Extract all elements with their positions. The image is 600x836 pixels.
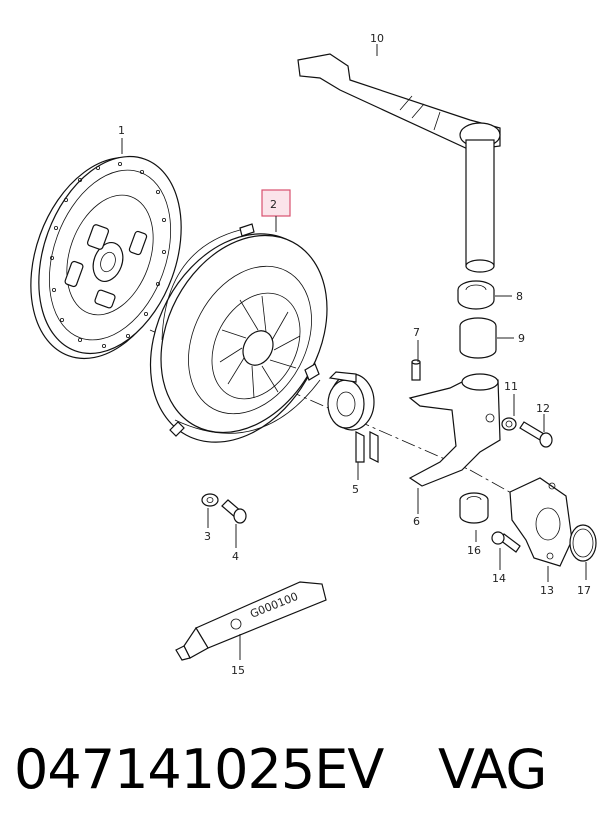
release-bearing <box>327 371 379 463</box>
bolt-left <box>221 499 247 524</box>
washer-left <box>201 493 219 507</box>
callout-10: 10 <box>370 32 384 45</box>
pressure-plate <box>149 223 328 443</box>
bolt-right <box>519 421 553 448</box>
clutch-disc <box>30 155 182 360</box>
callout-3: 3 <box>204 530 211 543</box>
bushing-lower <box>459 492 489 524</box>
callout-13: 13 <box>540 584 554 597</box>
bushing-upper <box>457 280 495 310</box>
release-fork <box>408 373 501 487</box>
bolt-lower <box>491 531 521 553</box>
clutch-exploded-diagram: G000100 1 2 3 4 5 6 7 8 9 10 11 12 13 14… <box>30 32 597 677</box>
callout-8: 8 <box>516 290 523 303</box>
o-ring <box>569 524 597 562</box>
callout-11: 11 <box>504 380 518 393</box>
callout-12: 12 <box>536 402 550 415</box>
washer-right <box>501 417 517 431</box>
callout-9: 9 <box>518 332 525 345</box>
pin <box>411 359 421 381</box>
callout-box-highlight <box>261 189 291 217</box>
callout-14: 14 <box>492 572 506 585</box>
sleeve <box>459 317 497 359</box>
guide-housing <box>509 477 573 567</box>
brand-name: VAG <box>438 738 547 801</box>
grease-tube: G000100 <box>175 581 327 661</box>
footer: 047141025EV VAG <box>0 730 600 820</box>
callout-6: 6 <box>413 515 420 528</box>
callout-16: 16 <box>467 544 481 557</box>
callout-17: 17 <box>577 584 591 597</box>
callout-2: 2 <box>270 198 277 211</box>
callout-1: 1 <box>118 124 125 137</box>
callout-5: 5 <box>352 483 359 496</box>
callout-7: 7 <box>413 326 420 339</box>
callout-4: 4 <box>232 550 239 563</box>
release-lever-shaft <box>297 53 501 273</box>
part-number: 047141025EV <box>14 738 384 801</box>
callout-15: 15 <box>231 664 245 677</box>
